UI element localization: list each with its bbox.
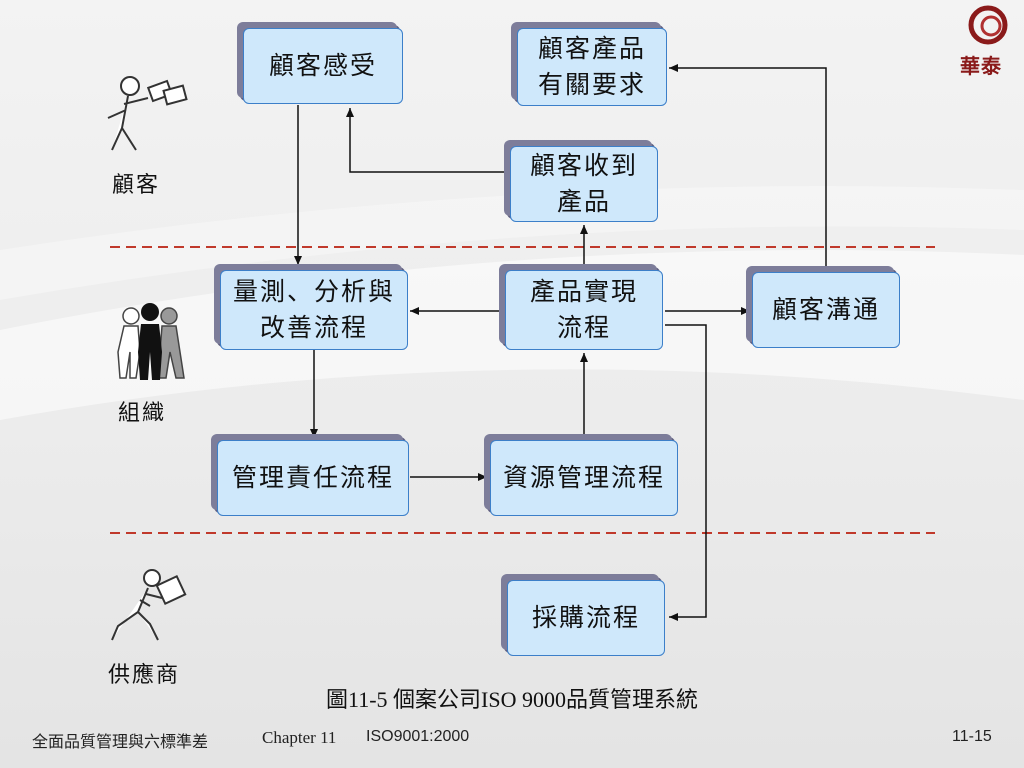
background-swoosh-2	[0, 186, 1024, 300]
actor-label-organization: 組織	[118, 401, 167, 426]
node-resource-management: 資源管理流程	[490, 440, 678, 516]
node-product-realization: 產品實現 流程	[505, 270, 663, 350]
figure-caption: 圖11-5 個案公司ISO 9000品質管理系統	[326, 687, 698, 712]
footer-topic: ISO9001:2000	[366, 728, 470, 745]
footer-book-title: 全面品質管理與六標準差	[32, 732, 209, 751]
actor-label-customer: 顧客	[112, 173, 161, 198]
brand-logo-icon	[968, 5, 1008, 45]
organization-icon	[117, 303, 185, 380]
node-management-responsibility: 管理責任流程	[217, 440, 409, 516]
actor-label-supplier: 供應商	[108, 663, 181, 688]
supplier-icon	[111, 569, 187, 641]
node-customer-receives-product: 顧客收到 產品	[510, 146, 658, 222]
footer-chapter: Chapter 11	[262, 728, 337, 747]
node-purchasing: 採購流程	[507, 580, 665, 656]
connector-realization-to-purchasing	[665, 324, 707, 621]
customer-icon	[107, 76, 188, 151]
connector-communication-to-requirements	[669, 64, 827, 270]
node-customer-requirements: 顧客產品 有關要求	[517, 28, 667, 106]
node-customer-perception: 顧客感受	[243, 28, 403, 104]
node-measurement-analysis-improvement: 量測、分析與 改善流程	[220, 270, 408, 350]
node-customer-communication: 顧客溝通	[752, 272, 900, 348]
connector-received-to-perception	[346, 108, 508, 173]
brand-logo-text: 華泰	[960, 54, 1002, 78]
footer-page-number: 11-15	[952, 728, 992, 745]
